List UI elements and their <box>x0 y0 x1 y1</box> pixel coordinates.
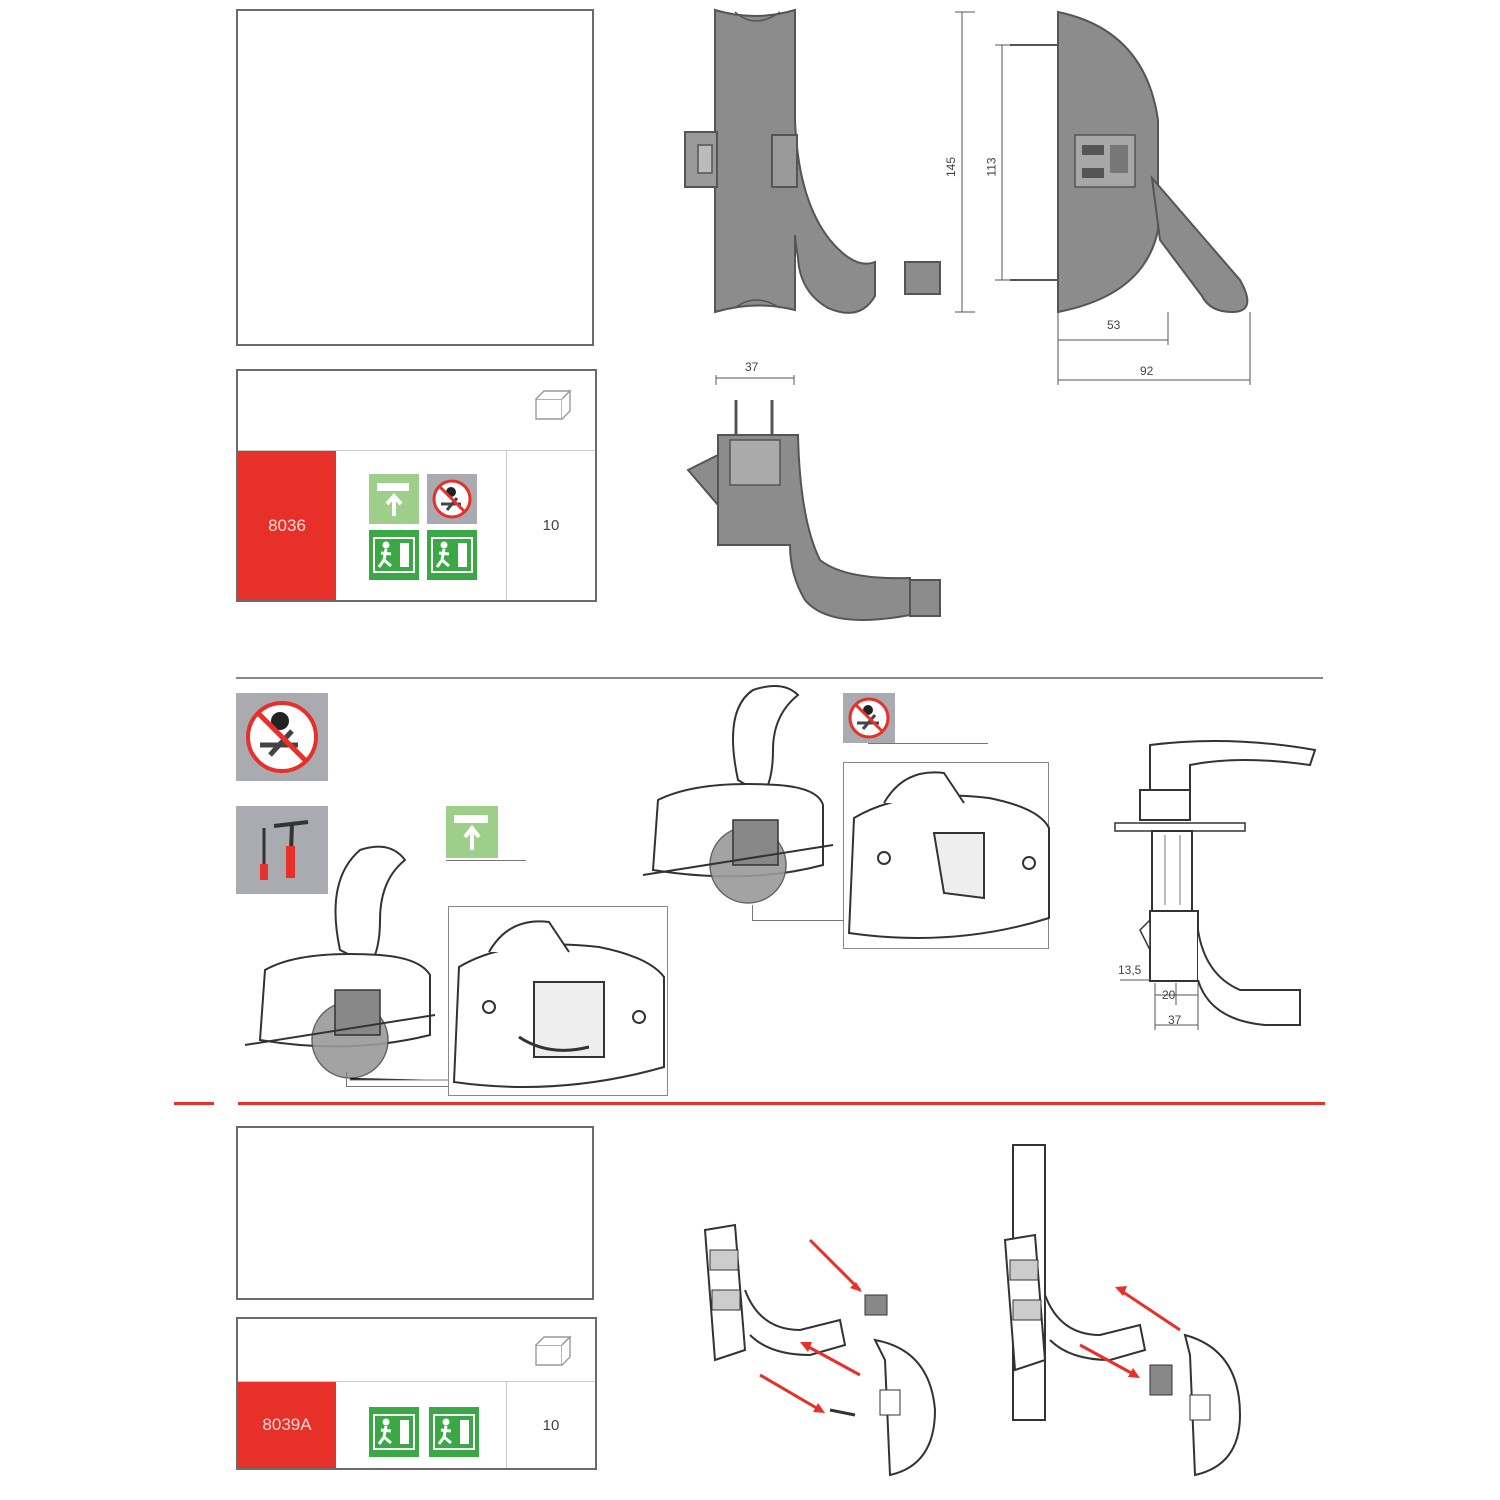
mechanism-detail-panel <box>448 906 668 1096</box>
handle-side-view-drawing <box>684 8 941 314</box>
quantity-value: 10 <box>542 1416 560 1434</box>
callout-line <box>346 1086 448 1087</box>
mechanism-detail-drawing <box>847 771 1050 939</box>
card-row-divider <box>238 1381 595 1382</box>
product-a-info-card: 8036 10 <box>236 369 597 602</box>
product-b-info-card: 8039A 10 <box>236 1317 597 1470</box>
product-code: 8036 <box>268 515 306 535</box>
no-key-icon <box>427 474 477 524</box>
quantity-value: 10 <box>542 517 560 534</box>
no-key-icon <box>236 693 328 781</box>
no-key-icon <box>843 693 895 743</box>
tools-icon <box>236 806 328 894</box>
quantity-cell: 10 <box>507 1382 595 1468</box>
product-code-badge: 8036 <box>238 451 336 600</box>
installation-step-drawing <box>1003 1144 1242 1477</box>
dim-width-top: 37 <box>745 360 759 374</box>
lock-mechanism-drawing <box>244 845 450 1081</box>
dim-offset-mid: 20 <box>1162 988 1176 1002</box>
emergency-exit-icon <box>369 1407 419 1457</box>
box-icon <box>535 389 572 420</box>
mechanism-detail-panel <box>843 762 1050 949</box>
emergency-exit-icon <box>429 1407 479 1457</box>
lever-handle-cross-section-drawing <box>1114 740 1317 1030</box>
product-code: 8039A <box>262 1415 312 1434</box>
push-bar-icon <box>446 806 498 858</box>
dim-height-inner: 113 <box>984 157 999 177</box>
dim-width-bottom: 37 <box>1168 1013 1182 1027</box>
product-a-image-panel <box>236 9 594 346</box>
mechanism-detail-drawing <box>452 920 665 1088</box>
handle-front-view-drawing <box>955 10 1251 385</box>
push-bar-icon <box>369 474 419 524</box>
callout-line <box>752 905 753 920</box>
callout-line <box>346 1072 347 1086</box>
emergency-exit-icon <box>369 530 419 580</box>
callout-line <box>446 860 526 861</box>
dim-height-total: 145 <box>944 156 959 178</box>
product-code-badge: 8039A <box>238 1382 336 1468</box>
accent-divider <box>238 1102 1325 1105</box>
installation-step-drawing <box>703 1223 937 1477</box>
box-icon <box>535 1335 572 1366</box>
lock-mechanism-drawing <box>642 685 834 904</box>
emergency-exit-icon <box>427 530 477 580</box>
quantity-cell: 10 <box>507 451 595 600</box>
dim-depth-total: 92 <box>1140 364 1154 378</box>
icons-divider <box>506 1382 507 1468</box>
icons-divider <box>506 451 507 600</box>
section-divider <box>236 677 1323 679</box>
dim-offset-left: 13,5 <box>1118 963 1142 977</box>
accent-divider-short <box>174 1102 214 1105</box>
card-row-divider <box>238 450 595 451</box>
handle-top-view-drawing <box>686 375 941 621</box>
dim-depth-inner: 53 <box>1107 318 1121 332</box>
callout-line <box>868 743 988 744</box>
callout-line <box>752 920 844 921</box>
product-b-image-panel <box>236 1126 594 1300</box>
